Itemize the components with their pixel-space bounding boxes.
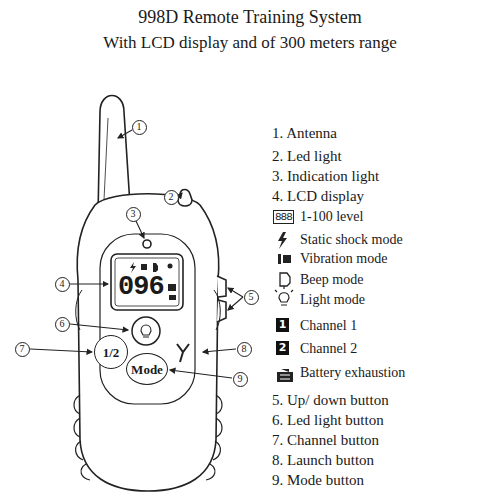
control-button: 1/2 — [94, 335, 128, 369]
led-light-button — [132, 317, 160, 345]
callout-number: 7 — [15, 342, 30, 357]
callout-number: 1 — [132, 120, 147, 135]
callout-number: 3 — [126, 207, 141, 222]
legend-item: 2. Led light — [272, 147, 342, 165]
lcd-reading: 096 — [118, 272, 164, 302]
legend-item: Static shock mode — [300, 231, 403, 249]
callout-text: 5 — [249, 292, 254, 302]
callout-text: 1 — [137, 122, 142, 132]
callout-text: 7 — [20, 344, 25, 354]
callout-number: 4 — [55, 277, 70, 292]
legend-item: Beep mode — [300, 271, 363, 289]
legend-item: 5. Up/ down button — [272, 391, 389, 409]
legend-item: Light mode — [300, 291, 365, 309]
legend-item: 1. Antenna — [272, 124, 337, 142]
channel-icon: 2 — [276, 341, 289, 355]
callout-number: 5 — [244, 290, 259, 305]
legend-item: 7. Channel button — [272, 431, 379, 449]
legend-item: 6. Led light button — [272, 411, 384, 429]
legend-item: Channel 1 — [300, 317, 357, 335]
callout-text: 3 — [131, 209, 136, 219]
legend-item: Battery exhaustion — [300, 364, 405, 382]
button-label: Mode — [131, 363, 163, 376]
channel-icon: 1 — [276, 318, 289, 332]
callout-number: 8 — [237, 342, 252, 357]
legend-item: 3. Indication light — [272, 167, 379, 185]
legend-item: Vibration mode — [300, 250, 387, 268]
legend-item: 1-100 level — [300, 208, 363, 226]
callout-number: 9 — [233, 372, 248, 387]
legend-item: 4. LCD display — [272, 187, 364, 205]
digit-icon: 888 — [273, 210, 294, 224]
callout-text: 2 — [169, 192, 174, 202]
title: 998D Remote Training System — [0, 6, 500, 28]
button-label: 1/2 — [103, 346, 120, 359]
callout-text: 4 — [60, 279, 65, 289]
callout-number: 2 — [164, 190, 179, 205]
callout-text: 9 — [238, 374, 243, 384]
legend-item: Channel 2 — [300, 340, 357, 358]
callout-number: 6 — [55, 317, 70, 332]
legend-item: 9. Mode button — [272, 471, 364, 489]
subtitle: With LCD display and of 300 meters range — [0, 32, 500, 54]
legend-item: 8. Launch button — [272, 451, 374, 469]
callout-text: 6 — [60, 319, 65, 329]
control-button: Mode — [126, 353, 168, 385]
callout-text: 8 — [242, 344, 247, 354]
